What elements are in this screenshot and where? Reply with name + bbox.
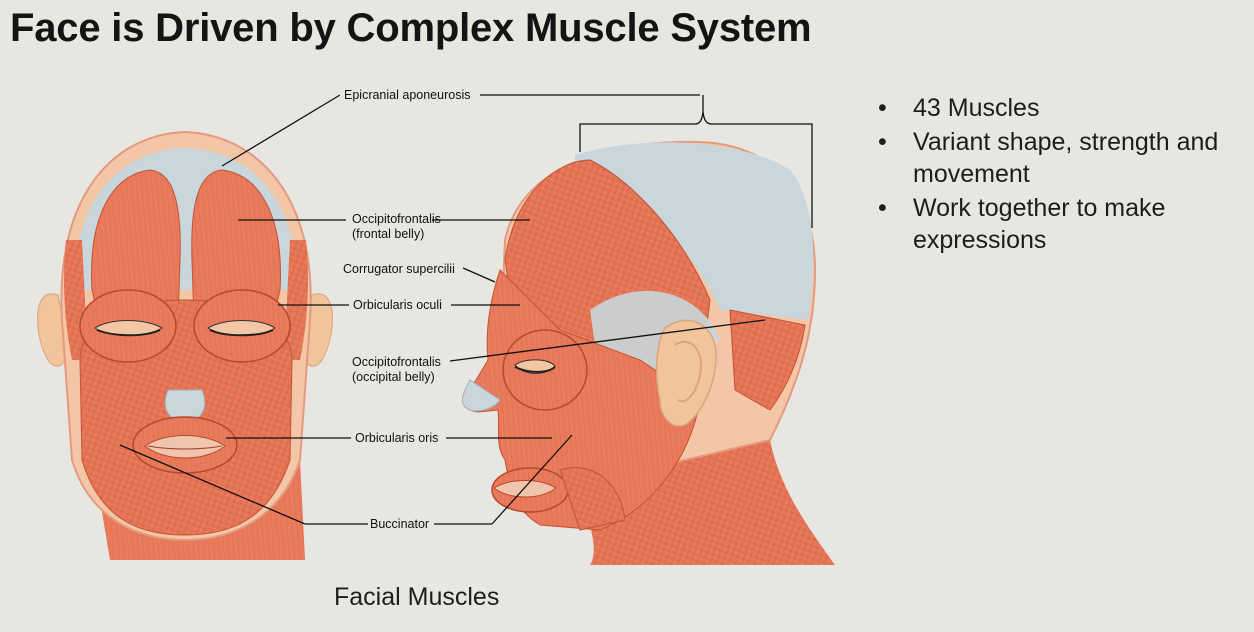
bullet-text: Work together to make expressions <box>913 193 1166 255</box>
bullet-list: • 43 Muscles • Variant shape, strength and… <box>878 92 1248 258</box>
figure-caption: Facial Muscles <box>334 583 500 611</box>
facial-muscles-figure: Epicranial aponeurosis Occipitofrontalis… <box>0 60 850 580</box>
bullet-text: Variant shape, strength and movement <box>913 127 1219 189</box>
label-line: (frontal belly) <box>352 227 425 241</box>
label-buccinator: Buccinator <box>370 517 430 531</box>
bullet-item: • Variant shape, strength and movement <box>878 126 1248 191</box>
leader-lines <box>119 94 813 525</box>
front-head <box>37 130 333 560</box>
label-orbicularis-oris: Orbicularis oris <box>355 431 439 445</box>
bullet-text: 43 Muscles <box>913 94 1040 122</box>
label-epicranial-aponeurosis: Epicranial aponeurosis <box>344 88 471 102</box>
bullet-item: • 43 Muscles <box>878 92 1248 125</box>
facial-muscles-illustration <box>37 94 835 565</box>
side-head <box>462 140 835 565</box>
label-orbicularis-oculi: Orbicularis oculi <box>353 298 442 312</box>
bullet-item: • Work together to make expressions <box>878 192 1248 257</box>
label-line: Occipitofrontalis <box>352 212 441 226</box>
bullet-dot-icon: • <box>878 94 887 122</box>
label-line: Occipitofrontalis <box>352 355 441 369</box>
bullet-dot-icon: • <box>878 127 887 156</box>
bullet-dot-icon: • <box>878 193 887 222</box>
label-occipitofrontalis-frontal: Occipitofrontalis (frontal belly) <box>352 212 441 242</box>
label-line: (occipital belly) <box>352 370 435 384</box>
label-occipitofrontalis-occipital: Occipitofrontalis (occipital belly) <box>352 355 441 385</box>
slide-title: Face is Driven by Complex Muscle System <box>10 6 812 50</box>
label-corrugator-supercilii: Corrugator supercilii <box>343 262 455 276</box>
